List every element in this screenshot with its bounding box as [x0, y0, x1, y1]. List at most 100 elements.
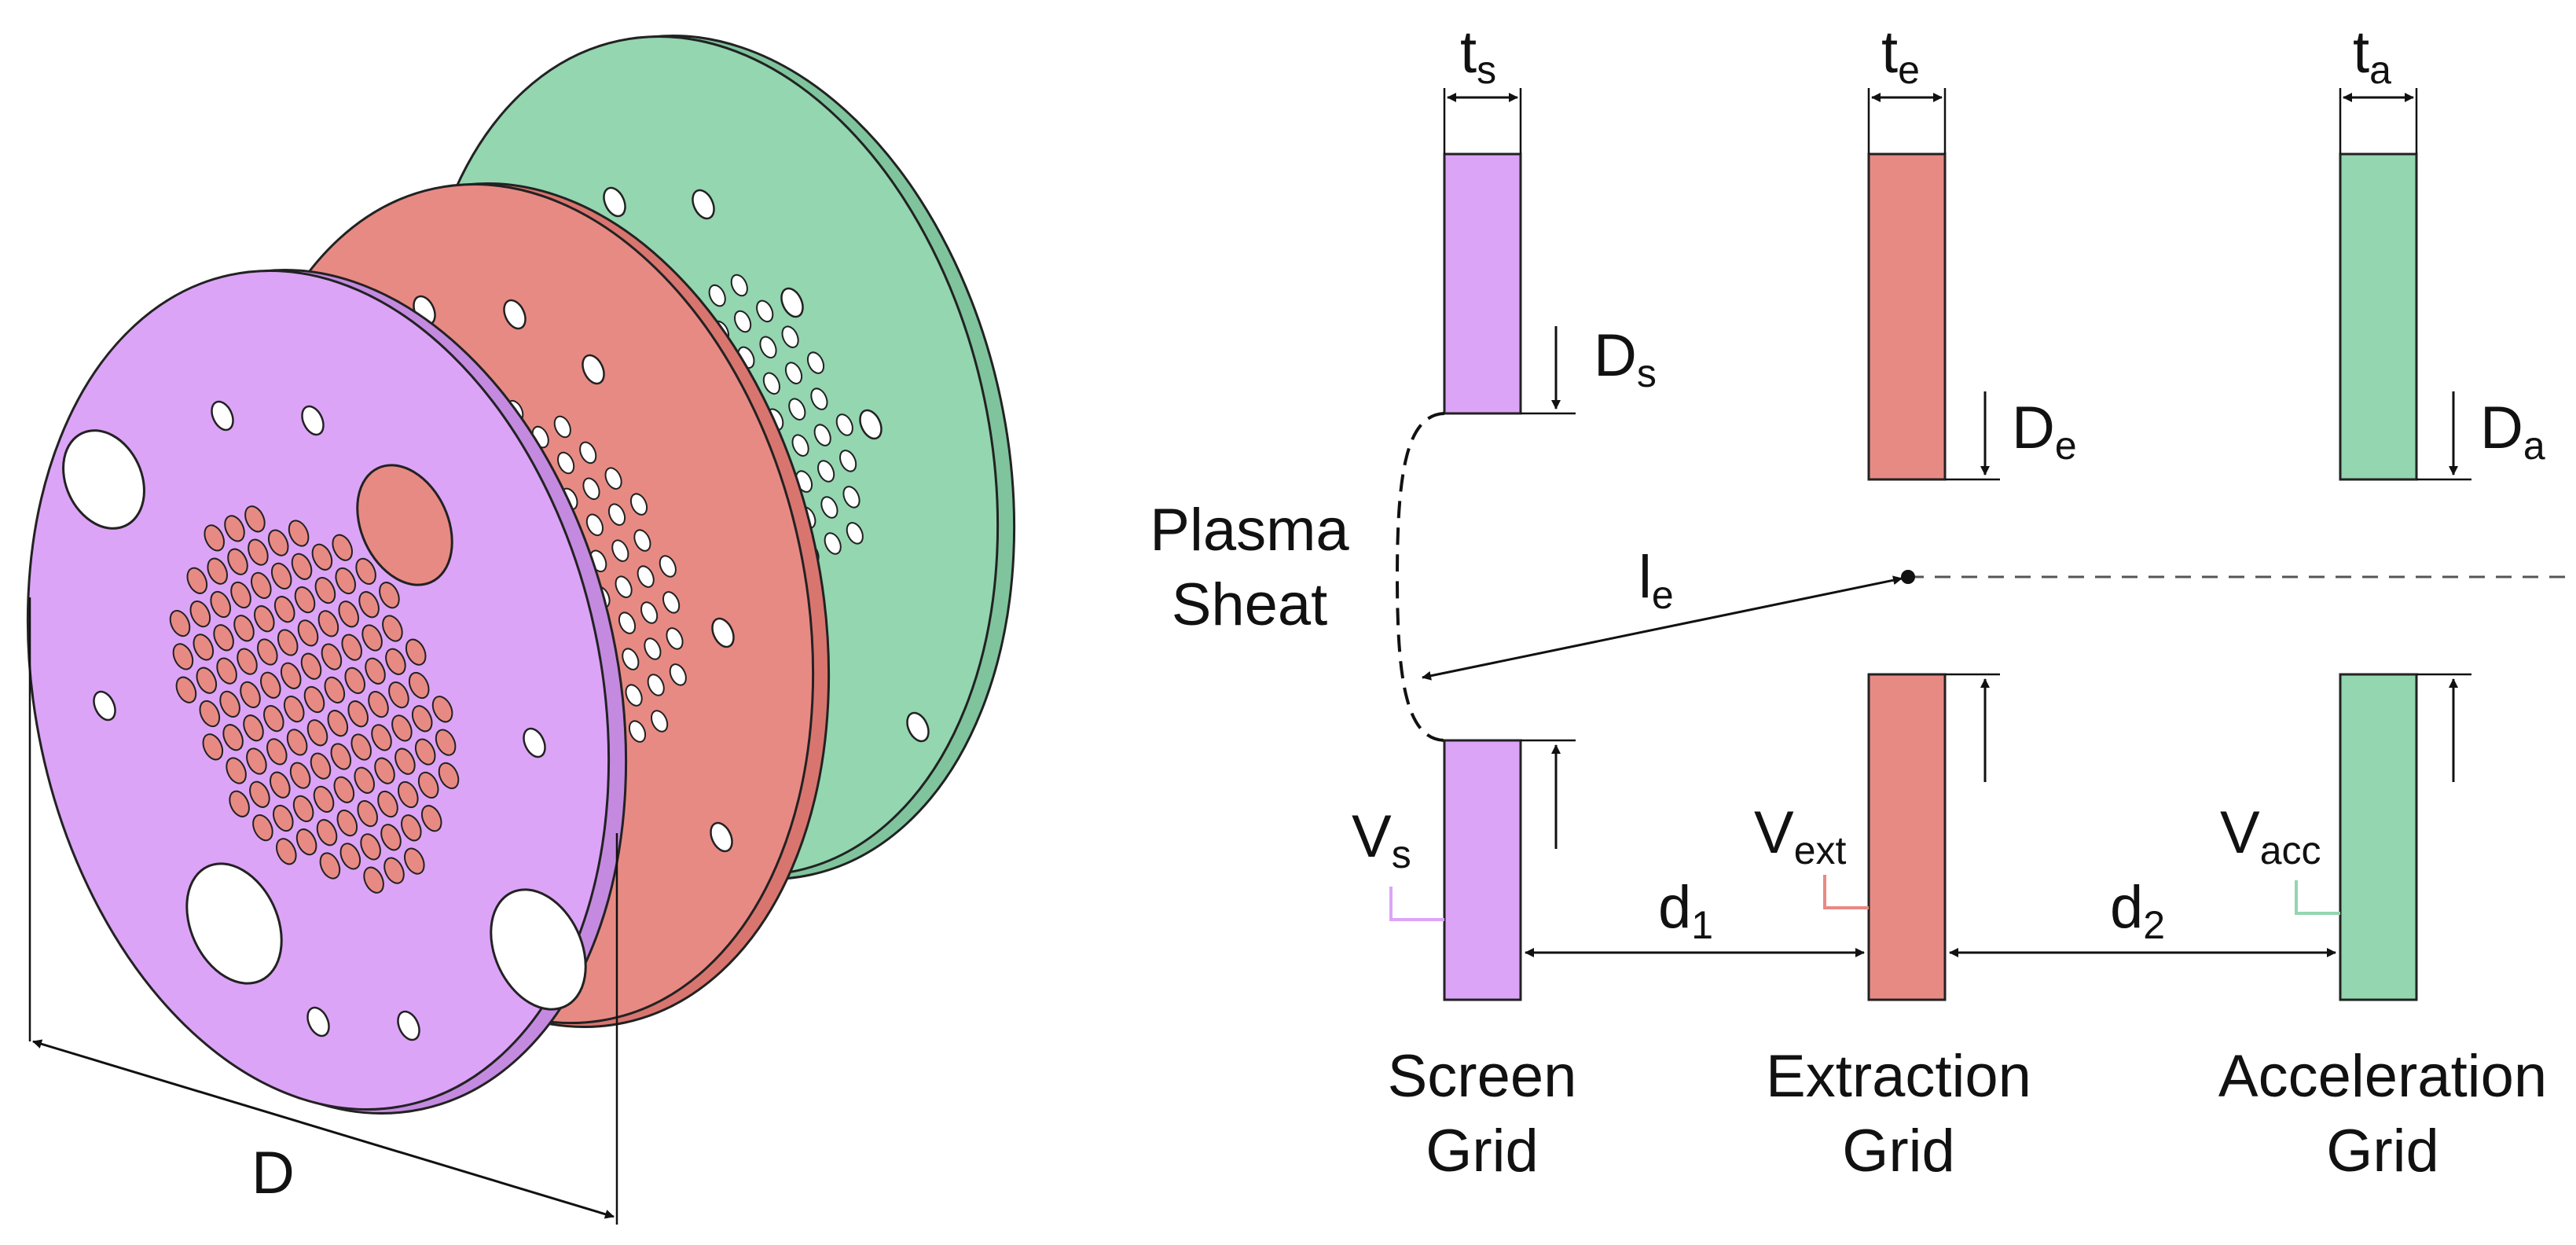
aperture-hole [286, 729, 308, 756]
aperture-hole [817, 460, 835, 483]
aperture-hole [243, 714, 264, 742]
aperture-hole [835, 413, 853, 436]
thickness-dimensions: ts te ta [1443, 19, 2418, 154]
ta-label: ta [2353, 19, 2391, 92]
aperture-hole [377, 790, 398, 818]
aperture-hole [371, 724, 392, 751]
aperture-hole [383, 857, 405, 884]
aperture-hole [196, 667, 218, 694]
aperture-hole [405, 638, 427, 666]
aperture-hole [398, 780, 419, 809]
aperture-hole [734, 310, 752, 333]
aperture-hole [341, 634, 362, 661]
aperture-hole [321, 643, 343, 670]
aperture-hole [813, 424, 831, 446]
aperture-hole [202, 733, 224, 761]
aperture-hole [339, 843, 361, 870]
diameter-dimension: D [28, 597, 618, 1225]
aperture-hole [628, 720, 647, 743]
aperture-hole [382, 615, 403, 642]
aperture-hole [270, 771, 291, 799]
aperture-hole [316, 819, 338, 847]
aperture-hole [357, 800, 378, 828]
aperture-hole [618, 611, 637, 634]
aperture-hole [295, 828, 317, 856]
aperture-hole [394, 747, 416, 775]
screen-grid-caption-line1: Screen [1388, 1043, 1577, 1110]
aperture-hole [585, 513, 604, 537]
d1-label: d1 [1658, 874, 1713, 947]
aperture-hole [756, 299, 774, 323]
aperture-hole [313, 785, 335, 813]
aperture-hole [625, 684, 643, 707]
aperture-hole [644, 637, 662, 660]
aperture-hole [659, 555, 677, 578]
extraction-grid-caption-line1: Extraction [1766, 1043, 2031, 1110]
ts-label: ts [1460, 19, 1496, 92]
aperture-hole [354, 766, 375, 794]
aperture-hole [233, 615, 255, 642]
aperture-hole [380, 824, 402, 851]
acceleration-plate-lower [2339, 673, 2418, 1001]
aperture-hole [314, 577, 336, 604]
le-dimension [1422, 575, 1903, 681]
aperture-hole [288, 520, 310, 547]
aperture-hole [210, 590, 231, 619]
aperture-hole [553, 415, 571, 439]
aperture-hole [273, 804, 294, 832]
gap-dimensions: d1 d2 [1525, 874, 2336, 957]
aperture-hole [240, 681, 261, 708]
extraction-bolt-holes [413, 295, 735, 853]
aperture-hole [327, 710, 349, 737]
extraction-plate-upper [1867, 152, 1947, 481]
aperture-hole [611, 539, 629, 562]
aperture-hole [224, 515, 245, 542]
aperture-hole [283, 696, 305, 723]
screen-grid-caption-line2: Grid [1426, 1118, 1539, 1184]
te-label: te [1881, 19, 1920, 92]
aperture-hole [344, 667, 365, 694]
aperture-hole [417, 771, 439, 799]
aperture-hole [230, 581, 251, 609]
Vext-label: Vext [1754, 799, 1847, 872]
aperture-hole [172, 643, 194, 670]
aperture-hole [303, 685, 325, 714]
aperture-hole [651, 710, 669, 733]
aperture-hole [266, 738, 288, 766]
Da-label: Da [2480, 395, 2545, 468]
aperture-hole [759, 336, 777, 359]
aperture-hole [604, 467, 622, 490]
aperture-hole [784, 362, 803, 384]
Vacc-label: Vacc [2220, 799, 2321, 872]
aperture-hole [791, 434, 809, 457]
aperture-hole [294, 586, 316, 614]
aperture-hole [193, 634, 215, 661]
aperture-hole [292, 795, 314, 822]
aperture-hole [662, 591, 681, 614]
aperture-hole [622, 648, 640, 670]
aperture-hole [237, 648, 258, 675]
aperture-hole [277, 629, 299, 656]
aperture-hole [788, 398, 806, 421]
aperture-hole [365, 657, 386, 685]
aperture-hole [289, 762, 311, 789]
aperture-hole [297, 619, 319, 647]
aperture-hole [263, 705, 284, 733]
aperture-hole [414, 738, 436, 766]
aperture-hole [280, 662, 302, 689]
aperture-hole [310, 752, 332, 780]
aperture-hole [260, 671, 281, 699]
screen-disc [26, 269, 628, 1115]
aperture-hole [207, 557, 228, 585]
aperture-hole [374, 757, 395, 784]
aperture-hole [669, 663, 687, 686]
diameter-label: D [251, 1140, 295, 1206]
aperture-hole [251, 571, 272, 599]
aperture-dimensions: Ds De Da [1521, 322, 2545, 849]
aperture-hole [607, 503, 626, 526]
aperture-hole [839, 450, 857, 472]
aperture-hole [267, 529, 289, 556]
extraction-grid-caption-line2: Grid [1842, 1118, 1955, 1184]
aperture-hole [330, 743, 352, 770]
